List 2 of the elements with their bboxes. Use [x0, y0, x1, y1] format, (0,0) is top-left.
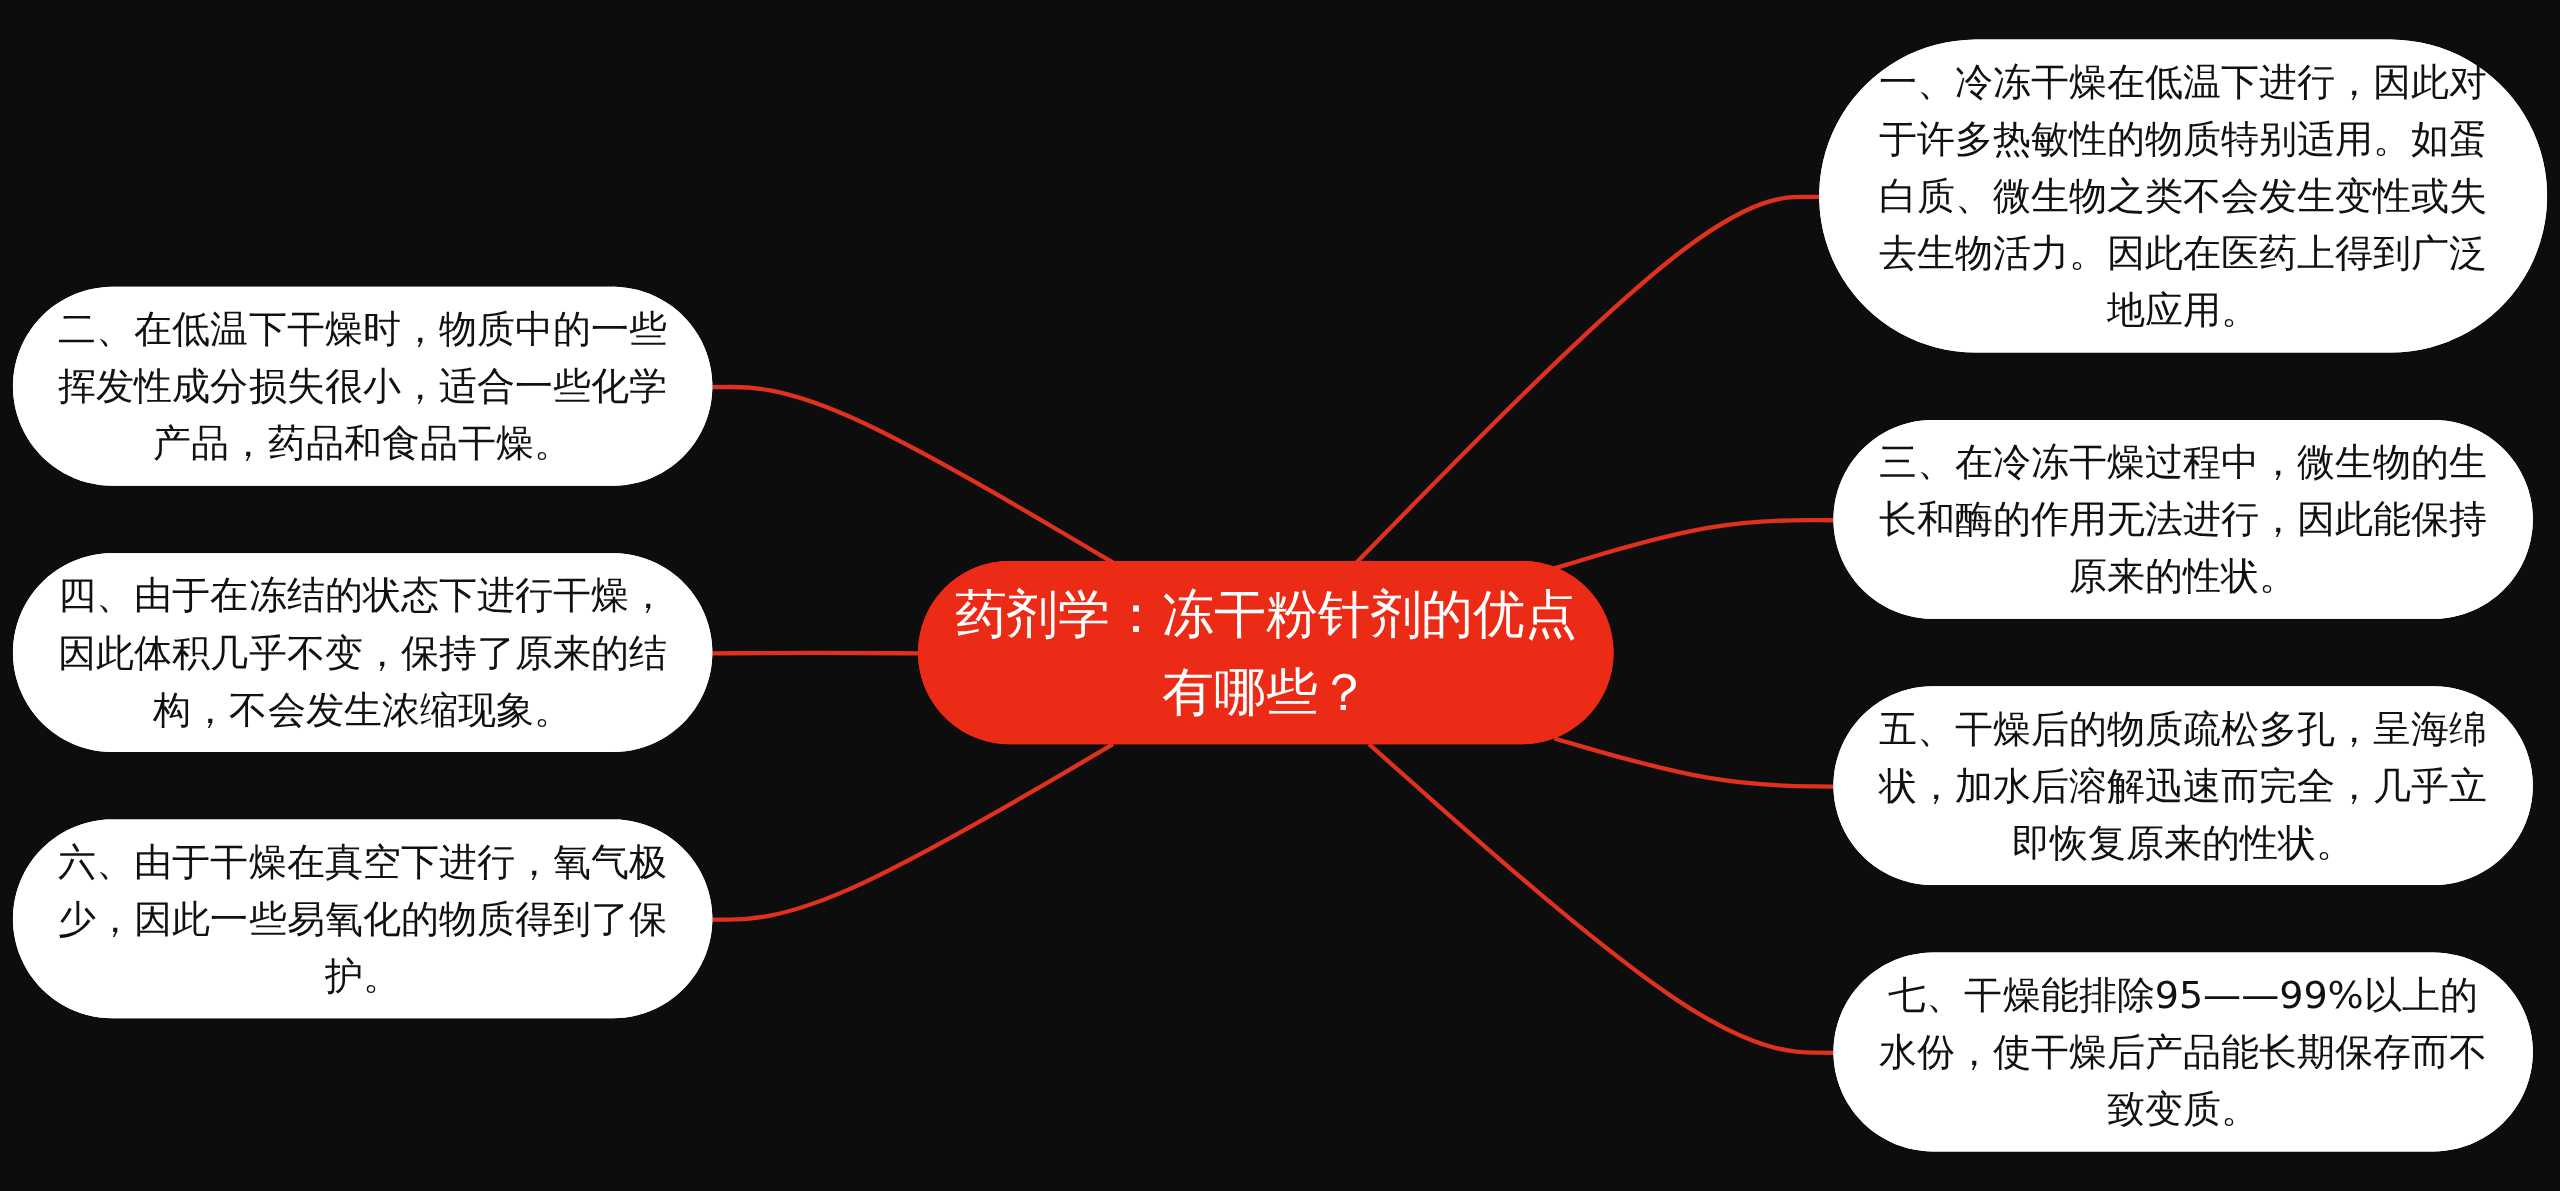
connector: [712, 650, 920, 656]
connector: [712, 742, 1115, 922]
